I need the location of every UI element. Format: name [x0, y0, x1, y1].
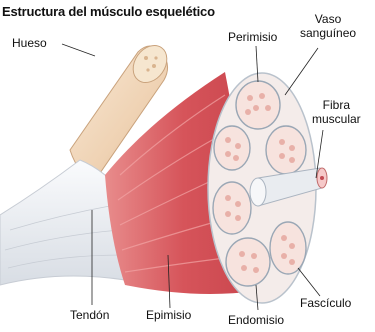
label-vaso-sanguineo: Vaso sanguíneo — [300, 12, 356, 40]
label-fasciculo: Fascículo — [300, 296, 351, 310]
label-fibra-line2: muscular — [312, 112, 361, 126]
fascicle — [270, 222, 306, 274]
label-epimisio: Epimisio — [146, 308, 191, 322]
label-hueso: Hueso — [12, 36, 47, 50]
label-endomisio: Endomisio — [228, 313, 284, 327]
label-tendon: Tendón — [70, 308, 109, 322]
fascicle — [236, 81, 280, 129]
fascicle — [226, 238, 270, 286]
fascicle — [266, 126, 306, 174]
label-vaso-line2: sanguíneo — [300, 26, 356, 40]
label-perimisio: Perimisio — [228, 30, 277, 44]
fascicle — [214, 126, 250, 170]
diagram-title: Estructura del músculo esquelético — [2, 4, 215, 19]
label-vaso-line1: Vaso — [300, 12, 356, 26]
label-fibra-line1: Fibra — [312, 98, 361, 112]
fascicle — [213, 182, 251, 234]
label-fibra-muscular: Fibra muscular — [312, 98, 361, 126]
